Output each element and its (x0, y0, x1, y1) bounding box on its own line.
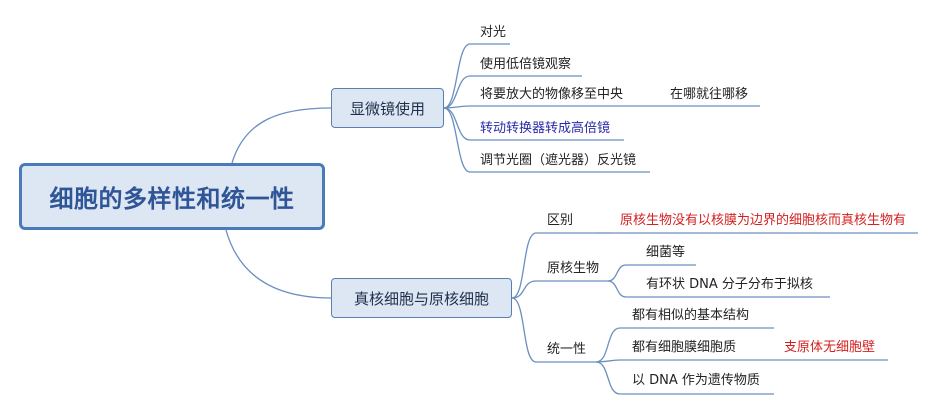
b2-group-prokaryote[interactable]: 原核生物 (547, 261, 600, 276)
b2-group-difference[interactable]: 区别 (547, 213, 574, 228)
connector-group2-item2 (607, 280, 627, 298)
b2-group-unity[interactable]: 统一性 (547, 342, 587, 357)
b1-item-4[interactable]: 转动转换器转成高倍镜 (480, 121, 611, 136)
b1-item-3[interactable]: 将要放大的物像移至中央 (480, 87, 624, 102)
connector-branch1-item1 (443, 43, 471, 109)
connector-branch2-group1 (511, 232, 537, 299)
connector-branch1-item2 (443, 75, 471, 109)
b1-item-3-note[interactable]: 在哪就往哪移 (670, 87, 749, 102)
connector-branch2-group3 (511, 297, 537, 363)
root-label: 细胞的多样性和统一性 (49, 185, 295, 213)
b2-g2-item-1[interactable]: 细菌等 (646, 245, 686, 260)
branch1-label: 显微镜使用 (349, 99, 425, 118)
b1-item-1[interactable]: 对光 (480, 25, 507, 40)
b2-g1-item-1[interactable]: 原核生物没有以核膜为边界的细胞核而真核生物有 (620, 213, 907, 228)
b2-g2-item-2[interactable]: 有环状 DNA 分子分布于拟核 (646, 277, 813, 292)
connector-root-branch2 (225, 229, 332, 299)
connector-root-branch1 (231, 107, 332, 164)
root-topic[interactable]: 细胞的多样性和统一性 (19, 163, 325, 230)
b2-g3-item-2-note[interactable]: 支原体无细胞壁 (784, 340, 876, 355)
connector-group3-item1 (595, 327, 621, 363)
b2-g3-item-2[interactable]: 都有细胞膜细胞质 (632, 340, 737, 355)
connector-branch1-item5 (443, 107, 471, 173)
connector-branch1-item4 (443, 107, 471, 141)
b2-g3-item-1[interactable]: 都有相似的基本结构 (632, 308, 750, 323)
b2-g3-item-3[interactable]: 以 DNA 作为遗传物质 (632, 373, 760, 388)
branch-microscope-use[interactable]: 显微镜使用 (331, 88, 444, 128)
branch-eukaryote-prokaryote[interactable]: 真核细胞与原核细胞 (331, 278, 512, 318)
connector-branch2-group2 (511, 280, 537, 299)
b1-item-5[interactable]: 调节光圈（遮光器）反光镜 (480, 153, 637, 168)
branch2-label: 真核细胞与原核细胞 (353, 289, 489, 308)
connector-group3-item3 (595, 361, 621, 395)
b1-item-2[interactable]: 使用低倍镜观察 (480, 57, 572, 72)
connector-group2-item1 (607, 264, 627, 282)
